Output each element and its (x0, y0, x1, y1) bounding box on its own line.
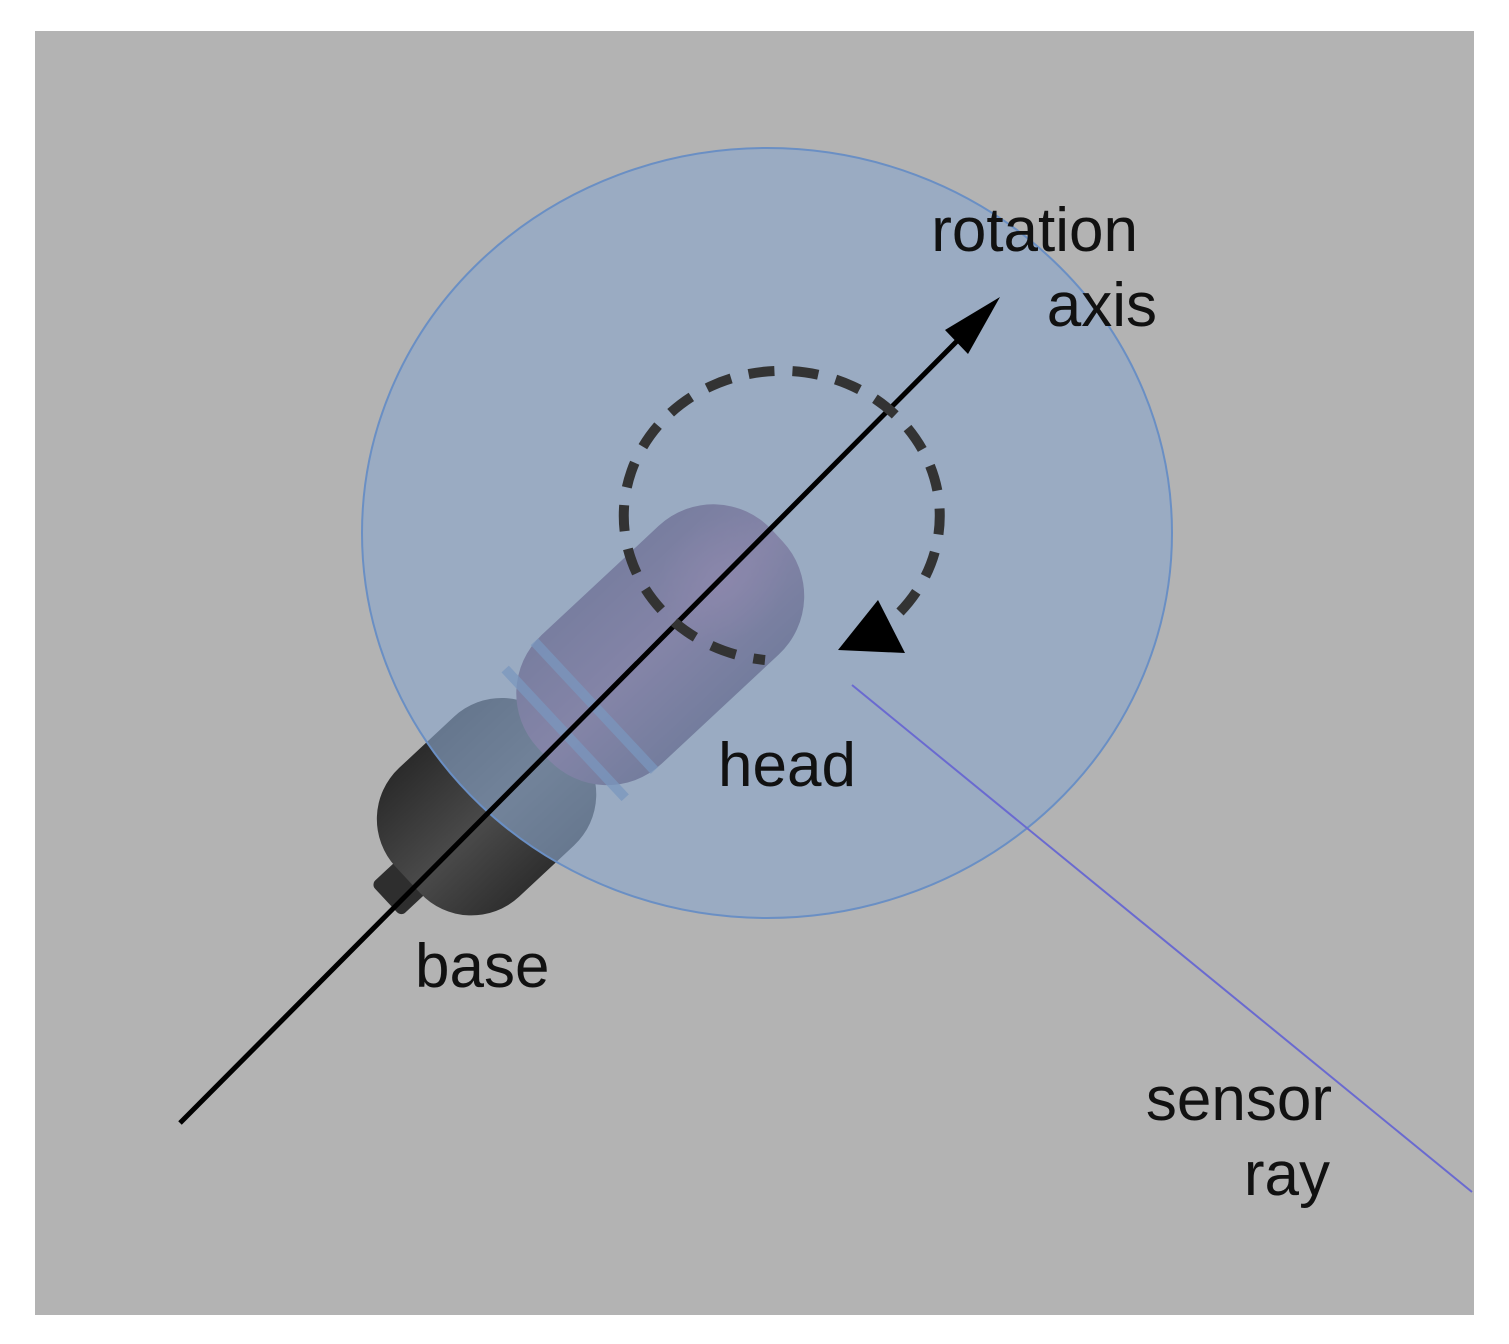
rotation-axis-arrowhead (945, 297, 1000, 354)
rotation-direction-dashed-arc (618, 365, 945, 665)
base-label: base (415, 932, 549, 1001)
rotation-axis-label-line2: axis (1047, 271, 1157, 340)
sensor-ray-label-line2: ray (1244, 1140, 1330, 1209)
rotation-axis-line (178, 328, 970, 1125)
sensor-ray-label-line1: sensor (1146, 1065, 1332, 1134)
rotation-axis-label-line1: rotation (931, 196, 1138, 265)
rotation-direction-arrowhead (838, 600, 905, 653)
head-label: head (718, 731, 856, 800)
sensor-ray-line (851, 684, 1473, 1193)
